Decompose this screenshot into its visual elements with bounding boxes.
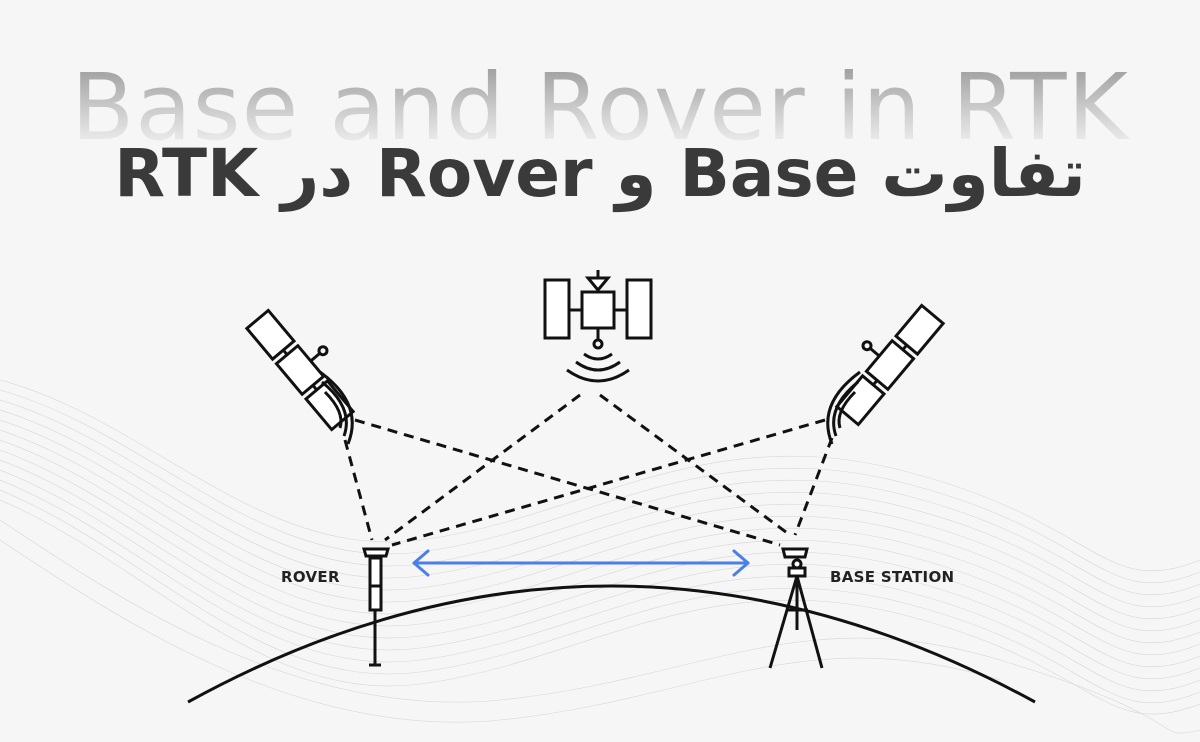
background-english-title: Base and Rover in RTK <box>0 62 1200 154</box>
signal-waves-left <box>319 370 354 445</box>
satellite-icon <box>543 270 653 350</box>
earth-horizon-arc <box>187 584 1036 704</box>
rover-label: ROVER <box>281 568 340 586</box>
base-station-label: BASE STATION <box>830 568 954 586</box>
signal-lines <box>343 393 834 547</box>
background-wave-mesh <box>0 379 1200 734</box>
satellite-icon <box>834 303 946 427</box>
signal-waves-right <box>826 370 861 445</box>
gnss-rover-pole-icon <box>362 547 390 667</box>
rover-base-link-arrow <box>412 549 750 577</box>
signal-waves-top <box>566 352 630 383</box>
tripod-base-station-icon <box>768 547 824 669</box>
persian-title: تفاوت Base و Rover در RTK <box>114 135 1086 212</box>
